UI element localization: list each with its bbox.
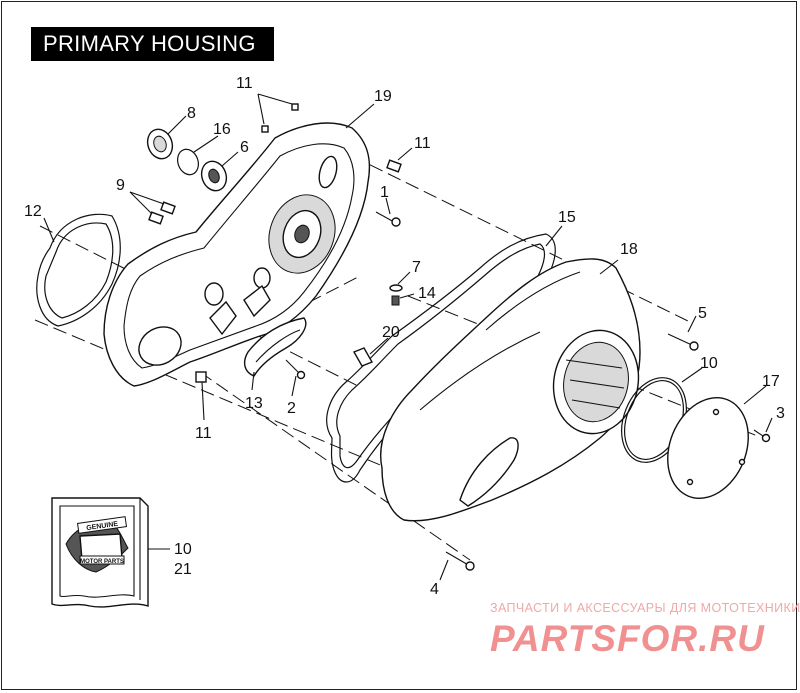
package-badge-bottom: MOTOR PARTS <box>80 559 124 565</box>
callout-21: 21 <box>174 561 192 578</box>
leader-lines <box>43 93 773 581</box>
callout-9: 9 <box>116 177 125 194</box>
seal-8 <box>146 128 174 160</box>
dowels-11 <box>195 103 402 383</box>
package-badge-top: GENUINE <box>86 521 119 532</box>
callout-7: 7 <box>412 259 421 276</box>
callout-11-top: 11 <box>236 75 253 92</box>
callout-8: 8 <box>187 105 196 122</box>
parts-package: GENUINE MOTOR PARTS <box>51 497 149 608</box>
bearing-6 <box>200 160 228 192</box>
callout-13: 13 <box>245 395 263 412</box>
callout-1: 1 <box>380 184 389 201</box>
screw-1 <box>375 211 401 227</box>
screw-3 <box>753 429 771 443</box>
outer-primary-cover-18 <box>380 258 641 522</box>
inner-primary-housing-19 <box>103 122 371 387</box>
callout-17: 17 <box>762 373 780 390</box>
callout-labels: 8 16 6 11 19 11 1 9 12 15 18 7 14 20 5 1… <box>24 75 785 598</box>
callout-12: 12 <box>24 203 42 220</box>
callout-14: 14 <box>418 285 436 302</box>
retaining-ring-16 <box>177 148 199 176</box>
watermark-tagline: ЗАПЧАСТИ И АКСЕССУАРЫ ДЛЯ МОТОТЕХНИКИ <box>490 601 800 615</box>
callout-10-package: 10 <box>174 541 192 558</box>
callout-19: 19 <box>374 88 392 105</box>
gasket-ring-12 <box>36 213 121 327</box>
callout-5: 5 <box>698 305 707 322</box>
callout-11-right: 11 <box>414 135 431 152</box>
callout-10-ring: 10 <box>700 355 718 372</box>
watermark-logo: PARTSFOR.RU <box>490 618 765 659</box>
callout-6: 6 <box>240 139 249 156</box>
dowels-9 <box>148 201 176 225</box>
callout-2: 2 <box>287 400 296 417</box>
chain-tensioner-13 <box>243 317 307 377</box>
screw-2 <box>285 359 306 380</box>
callout-16: 16 <box>213 121 231 138</box>
callout-20: 20 <box>382 324 400 341</box>
screw-4 <box>445 551 475 571</box>
screw-20 <box>352 347 374 367</box>
callout-3: 3 <box>776 405 785 422</box>
page-title: PRIMARY HOUSING <box>31 27 274 61</box>
derby-cover-17 <box>667 397 749 499</box>
callout-11-bottom: 11 <box>195 425 212 442</box>
watermark: ЗАПЧАСТИ И АКСЕССУАРЫ ДЛЯ МОТОТЕХНИКИ PA… <box>490 601 800 659</box>
callout-18: 18 <box>620 241 638 258</box>
washer-7-plug-14 <box>389 284 403 306</box>
callout-15: 15 <box>558 209 576 226</box>
screw-5 <box>667 333 699 351</box>
callout-4: 4 <box>430 581 439 598</box>
